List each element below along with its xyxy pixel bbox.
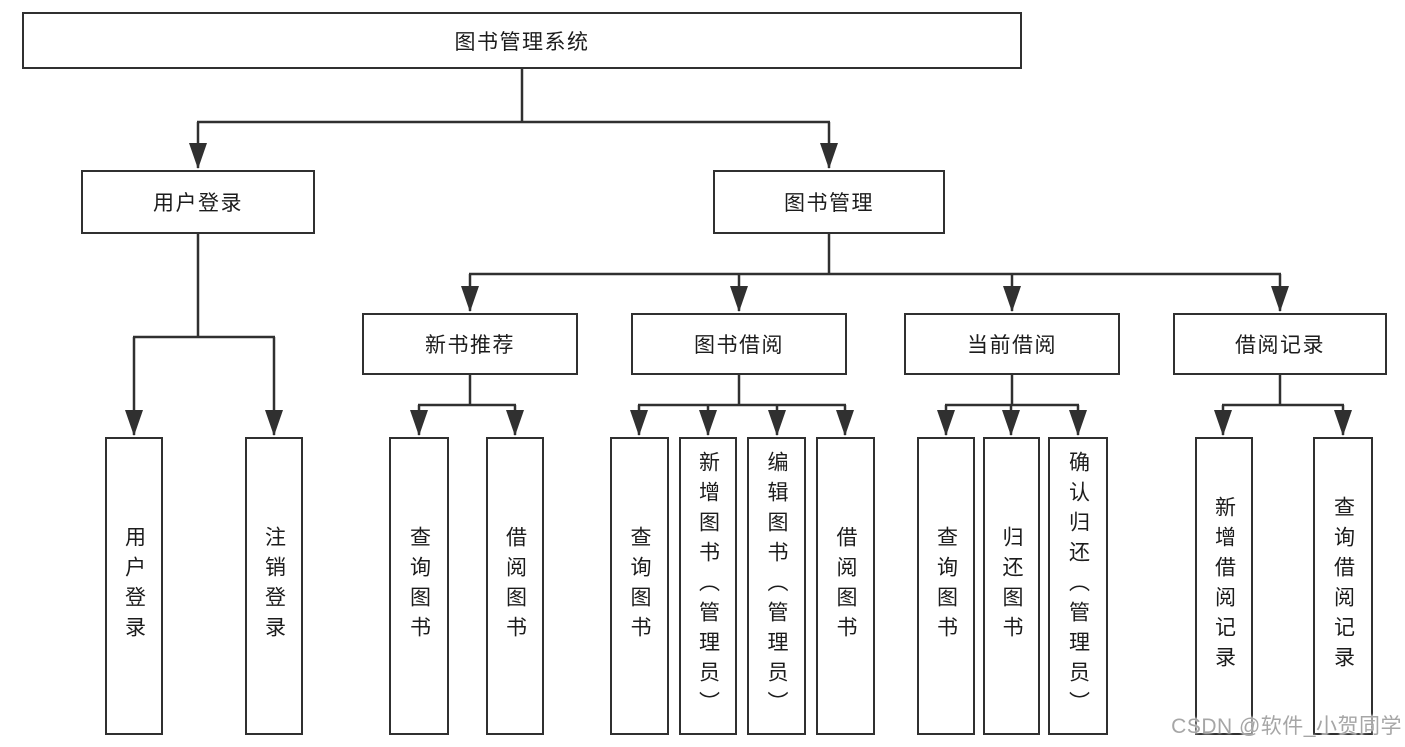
node-leaf-query-book-2: 查询图书 bbox=[610, 437, 669, 735]
node-user-login: 用户登录 bbox=[81, 170, 315, 234]
node-borrow-record: 借阅记录 bbox=[1173, 313, 1387, 375]
node-leaf-add-book: 新增图书（管理员） bbox=[679, 437, 737, 735]
connector-root-to-level2 bbox=[189, 69, 838, 169]
node-leaf-query-book-3: 查询图书 bbox=[917, 437, 975, 735]
node-leaf-logout: 注销登录 bbox=[245, 437, 303, 735]
node-leaf-borrow-book-1: 借阅图书 bbox=[486, 437, 544, 735]
node-leaf-add-borrow-record: 新增借阅记录 bbox=[1195, 437, 1253, 735]
node-new-book-rec: 新书推荐 bbox=[362, 313, 578, 375]
node-leaf-confirm-return: 确认归还（管理员） bbox=[1048, 437, 1108, 735]
connector-user-login-to-leaves bbox=[125, 234, 283, 436]
node-leaf-query-borrow-record: 查询借阅记录 bbox=[1313, 437, 1373, 735]
connector-current-borrow-to-leaves bbox=[937, 375, 1087, 436]
node-current-borrow: 当前借阅 bbox=[904, 313, 1120, 375]
node-book-mgmt: 图书管理 bbox=[713, 170, 945, 234]
node-leaf-borrow-book-2: 借阅图书 bbox=[816, 437, 875, 735]
node-book-borrow: 图书借阅 bbox=[631, 313, 847, 375]
node-leaf-query-book-1: 查询图书 bbox=[389, 437, 449, 735]
connector-book-mgmt-to-level3 bbox=[461, 234, 1289, 312]
node-leaf-return-book: 归还图书 bbox=[983, 437, 1040, 735]
node-leaf-edit-book: 编辑图书（管理员） bbox=[747, 437, 806, 735]
node-root: 图书管理系统 bbox=[22, 12, 1022, 69]
connector-new-book-rec-to-leaves bbox=[410, 375, 524, 436]
node-leaf-user-login: 用户登录 bbox=[105, 437, 163, 735]
csdn-watermark: CSDN @软件_小贺同学 bbox=[1171, 715, 1402, 738]
connector-book-borrow-to-leaves bbox=[630, 375, 854, 436]
connector-borrow-record-to-leaves bbox=[1214, 375, 1352, 436]
